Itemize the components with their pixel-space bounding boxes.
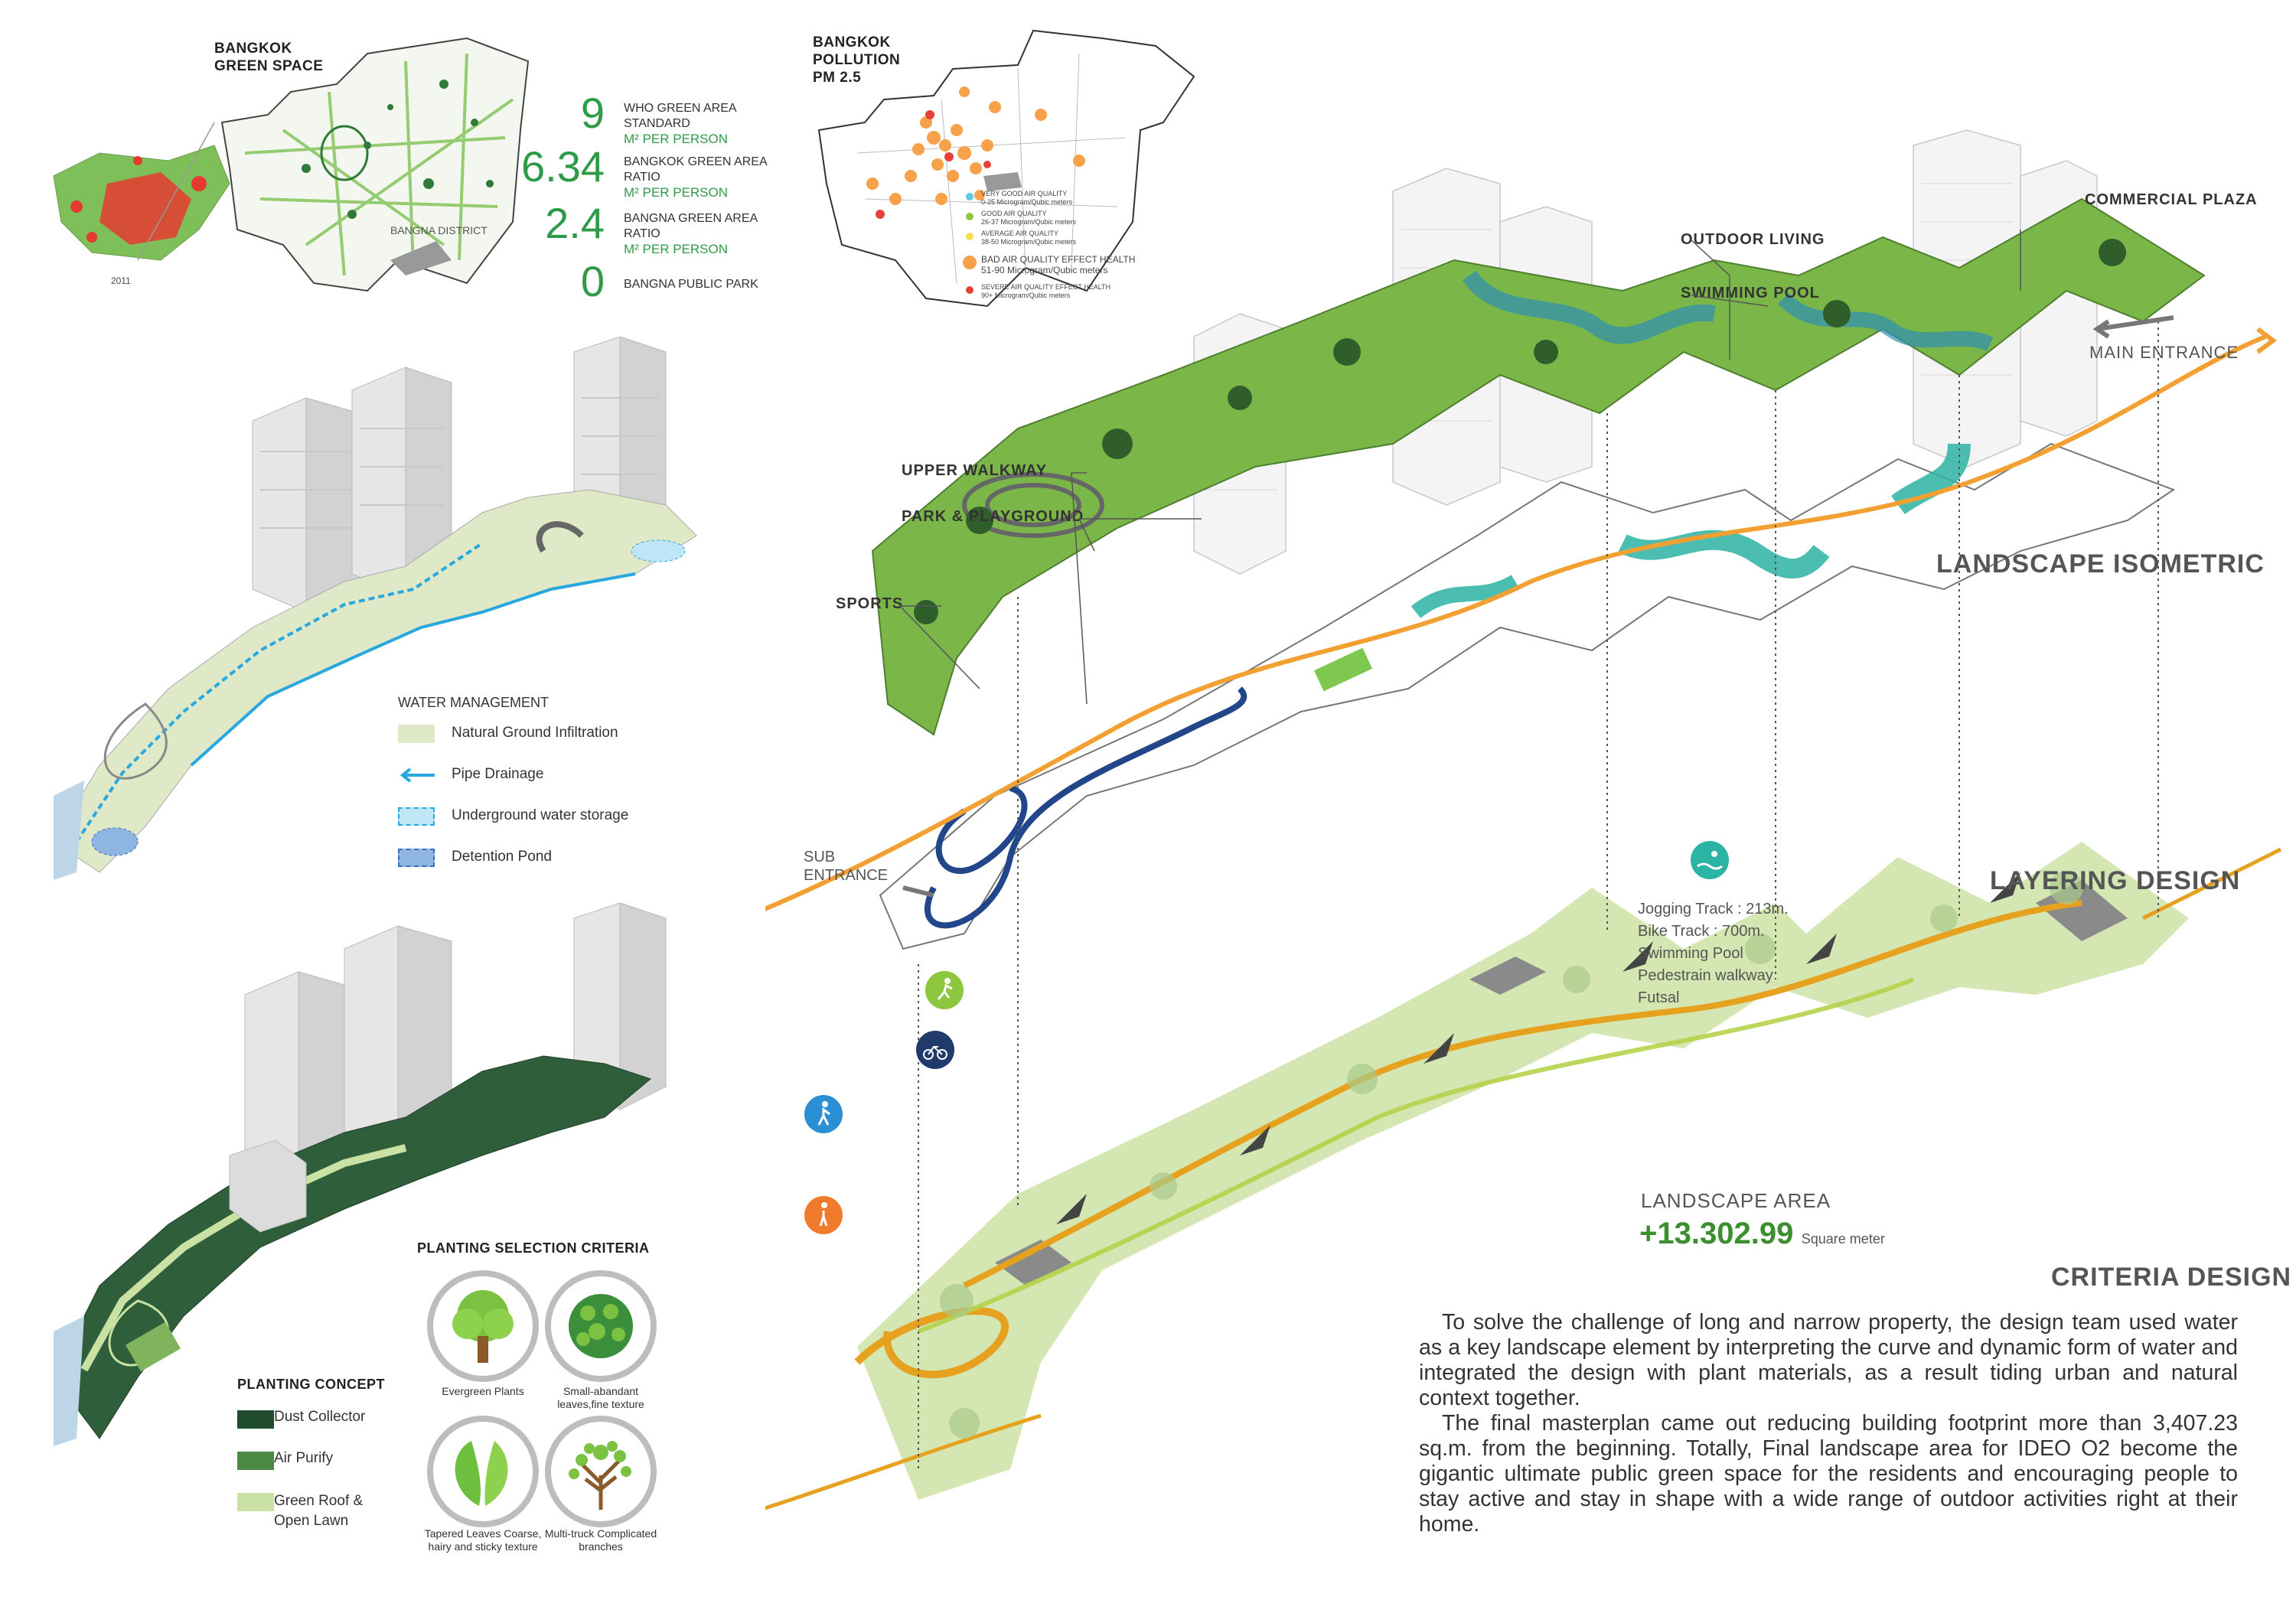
legend-dot-icon [966,286,974,294]
bangna-district-label: BANGNA DISTRICT [390,224,488,236]
activity-item: Jogging Track : 213m. [1638,901,1789,917]
criteria-card [427,1270,539,1382]
criteria-card [427,1416,539,1527]
dust-collector-swatch [237,1410,274,1429]
leader-lines [137,122,215,261]
ground-swatch-icon [398,725,435,743]
legend-dot-icon [966,193,974,200]
swimming-icon [1691,841,1729,879]
stat-value: 2.4 [545,199,605,247]
description-text: To solve the challenge of long and narro… [1419,1310,2238,1537]
legend-dot-icon [966,233,974,240]
planting-isometric [54,903,667,1446]
tree-icon [452,1290,514,1363]
green-roof-swatch [237,1493,274,1511]
exploded-isometric-diagram [765,129,2282,1511]
air-purify-swatch [237,1452,274,1470]
planting-criteria-title: PLANTING SELECTION CRITERIA [417,1240,650,1256]
water-management-legend: WATER MANAGEMENT Natural Ground Infiltra… [398,695,689,890]
bangkok-pollution-map [817,29,1195,308]
area-value: +13.302.99 [1639,1217,1794,1250]
arrow-left-icon [400,768,435,783]
park-playground-label: PARK & PLAYGROUND [902,508,1084,525]
commercial-plaza-label: COMMERCIAL PLAZA [2085,191,2258,208]
concept-label: Air Purify [274,1450,334,1466]
planting-concept-legend: PLANTING CONCEPT Dust Collector Air Puri… [237,1376,406,1533]
map-year: 2011 [111,275,131,286]
water-legend-title: WATER MANAGEMENT [398,695,549,710]
upper-walkway-label: UPPER WALKWAY [902,462,1048,479]
outdoor-living-label: OUTDOOR LIVING [1681,231,1825,248]
leaf-icon [455,1441,508,1506]
criteria-card [545,1270,657,1382]
pollution-title: BANGKOK POLLUTION PM 2.5 [813,34,901,86]
planting-concept-title: PLANTING CONCEPT [237,1377,386,1392]
sub-entrance-label: SUB ENTRANCE [804,849,889,884]
activities-list: Jogging Track : 213m. Bike Track : 700m.… [1638,898,1789,1009]
activity-item: Swimming Pool [1638,945,1743,962]
dotted-swatch-icon [398,807,435,826]
stat-value: 0 [580,257,605,305]
description-paragraph: The final masterplan came out reducing b… [1419,1411,2238,1537]
main-entrance-label: MAIN ENTRANCE [2089,343,2239,362]
legend-dot-icon [963,256,977,269]
bush-icon [569,1294,633,1358]
callout-lines [899,230,2021,705]
area-unit: Square meter [1801,1231,1885,1247]
layering-design-title: LAYERING DESIGN [1990,866,2241,895]
water-legend-label: Pipe Drainage [452,766,544,782]
concept-label: Dust Collector [274,1409,366,1425]
sports-label: SPORTS [836,595,904,612]
criteria-label: Tapered Leaves Coarse, hairy and sticky … [424,1527,542,1553]
activity-item: Bike Track : 700m. [1638,923,1765,940]
stat-value: 6.34 [521,142,605,191]
criteria-design-title: CRITERIA DESIGN [2051,1263,2292,1292]
description-paragraph: To solve the challenge of long and narro… [1419,1310,2238,1410]
pedestrian-icon [804,1196,843,1234]
activity-item: Futsal [1638,989,1680,1006]
legend-dot-icon [966,213,974,220]
pond-swatch-icon [398,849,435,867]
landscape-isometric-title: LANDSCAPE ISOMETRIC [1936,549,2265,578]
bicycle-icon [916,1031,954,1069]
swimming-pool-label: SWIMMING POOL [1681,285,1820,301]
criteria-label: Evergreen Plants [442,1385,524,1397]
criteria-card [545,1416,657,1527]
landscape-area-value: +13.302.99 Square meter [1639,1217,1885,1251]
criteria-label: Multi-truck Complicated branches [544,1527,657,1553]
activity-item: Pedestrain walkway [1638,967,1773,984]
branch-tree-icon [569,1441,631,1510]
water-legend-label: Detention Pond [452,849,552,865]
landscape-area-label: LANDSCAPE AREA [1641,1189,1831,1212]
water-legend-label: Underground water storage [452,807,629,823]
running-icon [925,971,964,1009]
stat-value: 9 [580,89,605,137]
water-management-isometric [54,337,697,880]
stat-label: BANGNA PUBLIC PARK [624,278,758,291]
green-space-title: BANGKOK GREEN SPACE [214,41,324,74]
criteria-label: Small-abandant leaves,fine texture [557,1385,644,1410]
walking-icon [804,1095,843,1133]
bangkok-green-map [220,37,530,292]
water-legend-label: Natural Ground Infiltration [452,725,618,741]
concept-label: Green Roof & Open Lawn [274,1493,364,1529]
